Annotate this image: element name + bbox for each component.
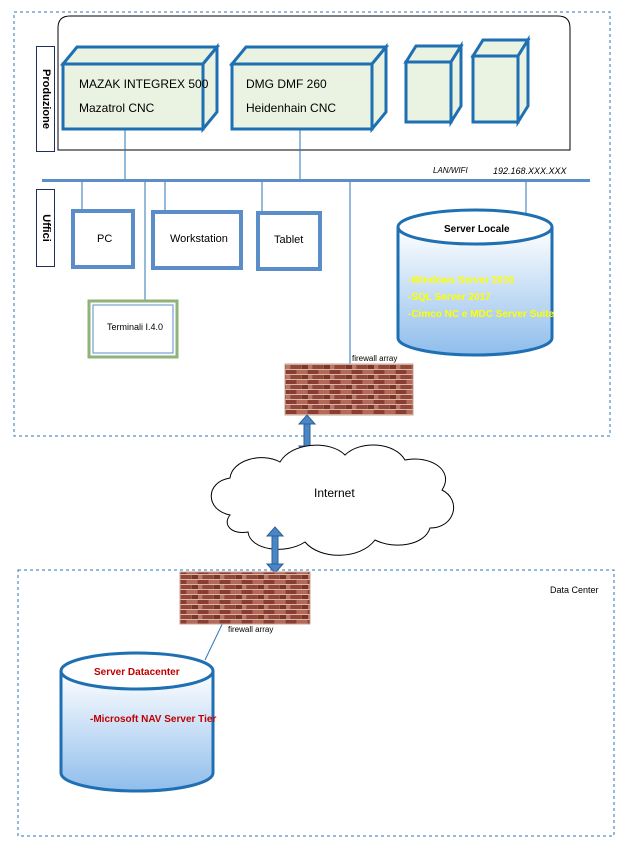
tablet-label: Tablet (274, 234, 304, 246)
ip-label: 192.168.XXX.XXX (493, 166, 567, 176)
office-boxes (71, 209, 322, 359)
pc-label: PC (97, 233, 113, 245)
machine-2-line2: Heidenhain CNC (246, 101, 337, 115)
server-datacenter-item: -Microsoft NAV Server Tier (90, 714, 217, 725)
datacenter-frame (17, 569, 615, 837)
machine-box-2 (228, 42, 390, 134)
workstation-label: Workstation (170, 233, 228, 245)
server-locale-item: -Cimco NC e MDC Server Suite (408, 309, 555, 320)
arrow-internet-datacenter (265, 526, 285, 574)
terminals-label: Terminali I.4.0 (107, 322, 164, 332)
machine-1-line1: MAZAK INTEGREX 500 (79, 77, 209, 91)
machine-box-3 (403, 40, 464, 128)
firewall-top-label: firewall array (352, 354, 398, 363)
firewall-bottom-label: firewall array (228, 625, 274, 634)
machine-2-line1: DMG DMF 260 (246, 77, 327, 91)
server-datacenter-title: Server Datacenter (94, 667, 180, 678)
server-locale-cylinder (396, 208, 554, 357)
network-lines (81, 130, 527, 661)
internet-label: Internet (314, 486, 355, 500)
server-locale-item: -SQL Server 2017 (408, 292, 491, 303)
produzione-tab: Produzione (36, 46, 55, 152)
production-container (57, 15, 571, 151)
server-locale-item: -Windows Server 2016 (408, 275, 515, 286)
server-locale-title: Server Locale (444, 224, 510, 235)
lan-bus (42, 179, 590, 182)
uffici-tab: Uffici (36, 189, 55, 267)
internet-cloud (210, 444, 454, 556)
produzione-label: Produzione (39, 69, 52, 129)
firewall-top (284, 363, 414, 416)
uffici-label: Uffici (39, 214, 52, 242)
lan-label: LAN/WIFI (433, 166, 468, 175)
firewall-bottom (179, 571, 311, 625)
server-datacenter-cylinder (59, 651, 215, 793)
machine-box-4 (470, 34, 531, 128)
datacenter-label: Data Center (550, 585, 599, 595)
machine-box-1 (59, 42, 221, 134)
machine-1-line2: Mazatrol CNC (79, 101, 155, 115)
